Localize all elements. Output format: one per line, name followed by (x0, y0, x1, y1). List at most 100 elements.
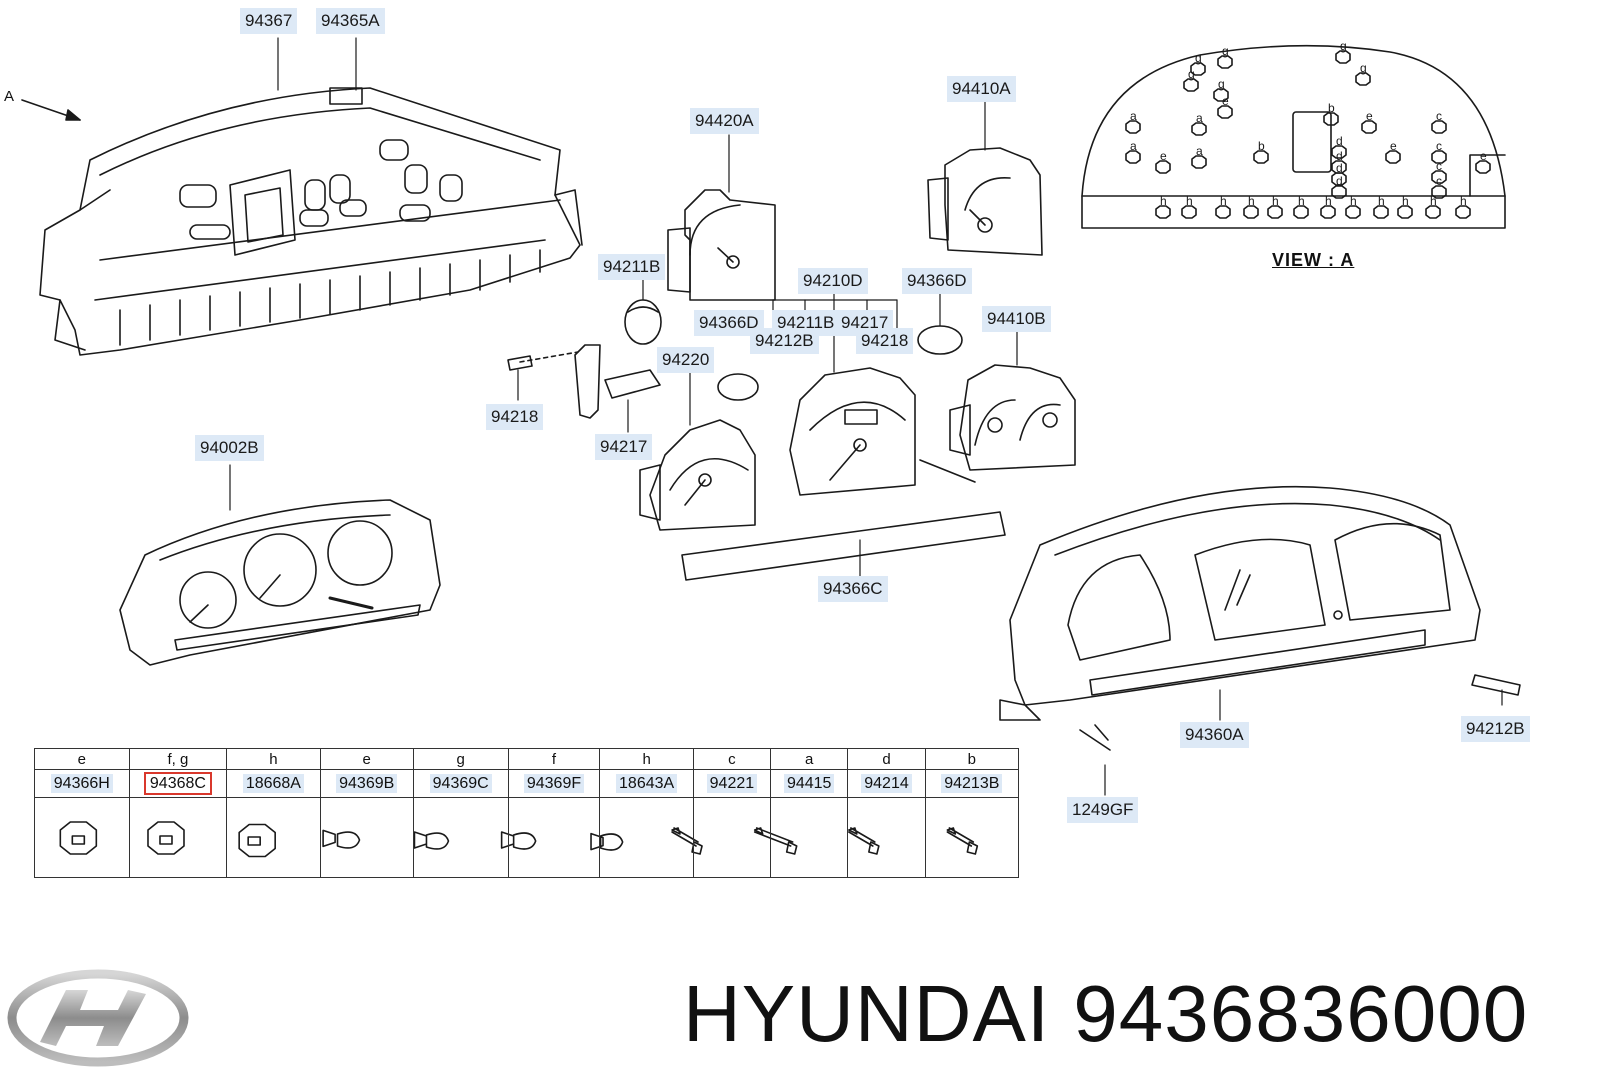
lamp-outline (1190, 62, 1206, 76)
table-cell-code: b (924, 747, 1020, 771)
part-number: 94415 (783, 773, 835, 793)
table-cell-code: e (34, 747, 130, 771)
view-marker-letter: g (1360, 61, 1367, 75)
lamp-outline (1331, 145, 1347, 159)
table-cell-part: 94369F (507, 769, 601, 798)
part-number: 94366H (50, 773, 113, 793)
table-cell-code: g (412, 747, 509, 771)
view-marker-letter: a (1130, 139, 1137, 153)
table-cell-code: e (319, 747, 414, 771)
callout-label: 94211B (598, 254, 666, 280)
lamp-outline (1213, 88, 1229, 102)
view-marker-letter: h (1160, 194, 1167, 208)
front-bezel-drawing (999, 485, 1521, 751)
view-marker-letter: h (1248, 194, 1255, 208)
lamp-outline (1183, 78, 1199, 92)
lamp-outline (1267, 205, 1283, 219)
table-cell-part: 94368C (128, 769, 228, 798)
table-cell-icon (128, 796, 228, 879)
view-marker-letter: g (1195, 51, 1202, 65)
callout-label: 94220 (657, 347, 715, 373)
callout-label: 94217 (595, 434, 653, 460)
lamp-outline (1181, 205, 1197, 219)
view-marker-letter: d (1336, 134, 1343, 148)
table-cell-icon (226, 796, 321, 879)
lamp-outline (1431, 170, 1447, 184)
table-row-part-numbers: 94366H 94368C 18668A 94369B 94369C 94369… (34, 769, 1020, 798)
lamp-outline (1217, 105, 1233, 119)
callout-label: 94218 (486, 404, 544, 430)
view-marker-letter: e (1390, 139, 1397, 153)
lamp-outline (1385, 150, 1401, 164)
callout-label: 94366D (902, 268, 972, 294)
view-marker-letter: g (1340, 39, 1347, 53)
lamp-outline (1345, 205, 1361, 219)
table-cell-part: 94415 (770, 769, 849, 798)
view-marker-letter: h (1350, 194, 1357, 208)
lamp-outline (1397, 205, 1413, 219)
view-marker-letter: e (1366, 109, 1373, 123)
tachometer-drawing (639, 419, 756, 531)
table-cell-code: d (847, 747, 926, 771)
view-marker-letter: d (1336, 149, 1343, 163)
table-cell-code: c (692, 747, 772, 771)
view-marker-letter: c (1436, 139, 1442, 153)
view-marker-letter: h (1378, 194, 1385, 208)
part-number: 94369C (429, 773, 492, 793)
lamp-outline (1293, 205, 1309, 219)
table-cell-icon (599, 796, 694, 879)
lamp-outline (1323, 112, 1339, 126)
lamp-outline (1431, 150, 1447, 164)
table-cell-part: 18668A (226, 769, 321, 798)
lamp-outline (1253, 150, 1269, 164)
table-cell-part: 94213B (924, 769, 1020, 798)
part-number: 94214 (861, 773, 912, 793)
view-marker-letter: h (1460, 194, 1467, 208)
view-marker-letter: d (1336, 174, 1343, 188)
table-cell-icon (692, 796, 772, 879)
view-marker-letter: g (1222, 44, 1229, 58)
table-cell-part: 94221 (692, 769, 772, 798)
view-marker-letter: c (1436, 159, 1442, 173)
callout-label: 94410B (982, 306, 1051, 332)
view-marker-letter: h (1430, 194, 1437, 208)
view-marker-letter: c (1436, 109, 1442, 123)
table-cell-code: h (226, 747, 321, 771)
table-row-icons (34, 796, 1020, 879)
part-number: 94213B (941, 773, 1003, 793)
part-number: 94369F (523, 773, 585, 793)
view-marker-letter: h (1325, 194, 1332, 208)
lamp-outline (1155, 160, 1171, 174)
lamp-outline (1320, 205, 1336, 219)
footer-title: HYUNDAI 9436836000 (683, 968, 1528, 1060)
callout-label: 94365A (316, 8, 385, 34)
lamp-outline (1155, 205, 1171, 219)
callout-label: 94367 (240, 8, 298, 34)
callout-label: 94212B (750, 328, 819, 354)
lamp-outline (1217, 55, 1233, 69)
callout-label: 94217 (836, 310, 894, 336)
gauge-94420a-drawing (667, 189, 776, 301)
view-a-drawing (1081, 44, 1506, 229)
view-marker-letter: b (1258, 139, 1265, 153)
lamp-outline (1125, 150, 1141, 164)
callout-label: 94002B (195, 435, 264, 461)
gauge-94410a-drawing (927, 147, 1043, 256)
table-cell-code: f (507, 747, 601, 771)
lamp-outline (1331, 185, 1347, 199)
table-cell-icon (319, 796, 414, 879)
view-marker-letter: d (1336, 161, 1343, 175)
view-marker-letter: g (1218, 77, 1225, 91)
table-cell-part: 94366H (34, 769, 130, 798)
callout-label: 94410A (947, 76, 1016, 102)
view-caption: VIEW : A (1272, 250, 1355, 270)
parts-table: e f, g h e g f h c a d b 94366H 94368C 1… (34, 747, 1020, 879)
bulb-94211b-drawing (624, 299, 662, 345)
lamp-outline (1355, 72, 1371, 86)
table-cell-icon (924, 796, 1020, 879)
table-cell-code: a (770, 747, 849, 771)
view-marker-letter: h (1402, 194, 1409, 208)
part-number: 18668A (242, 773, 304, 793)
